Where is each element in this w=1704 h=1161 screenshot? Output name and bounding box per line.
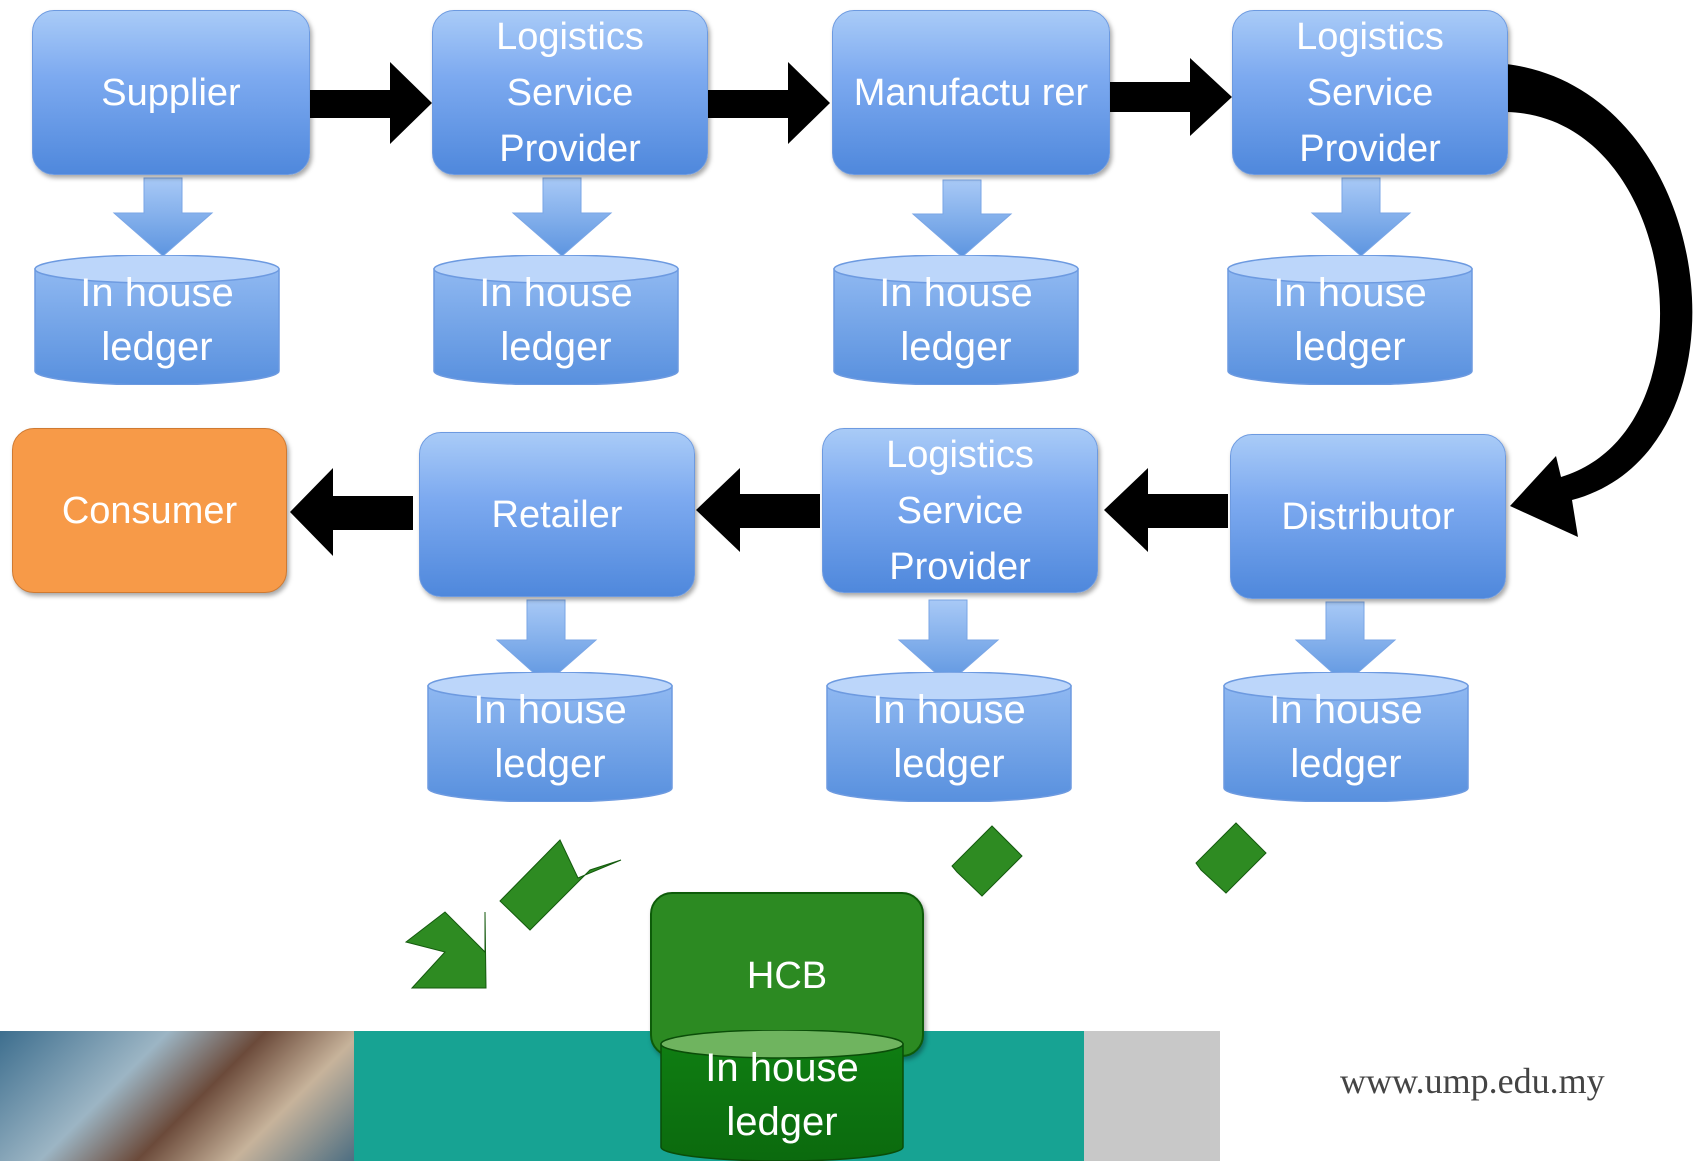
node-distributor-label: Distributor xyxy=(1281,495,1455,538)
down-arrow-lsp1 xyxy=(511,177,613,257)
ledger-lsp2-label-line2: ledger xyxy=(1294,325,1406,369)
ledger-manufacturer-label-line1: In house xyxy=(879,271,1033,315)
arrow-supplier-to-lsp xyxy=(310,62,432,144)
footer-url: www.ump.edu.my xyxy=(1340,1061,1605,1101)
ledger-lsp1-label-line1: In house xyxy=(479,271,633,315)
green-arrow-retailer-ledger xyxy=(499,839,622,931)
node-logistics-service-provider-3: Logistics Service Provider xyxy=(822,428,1098,593)
ledger-hcb: In house ledger xyxy=(660,1030,904,1161)
down-arrow-retailer xyxy=(495,599,598,685)
footer-campus-photo xyxy=(0,1031,354,1161)
node-supplier-label: Supplier xyxy=(101,71,241,114)
arrow-lsp-to-retailer xyxy=(696,468,820,552)
node-hcb-label: HCB xyxy=(746,955,828,997)
node-consumer-label: Consumer xyxy=(61,489,238,532)
node-lsp3-label: Logistics Service Provider xyxy=(886,433,1034,588)
down-arrow-distributor xyxy=(1294,601,1397,685)
ledger-lsp1-label-line2: ledger xyxy=(500,325,612,369)
ledger-distributor-label-line2: ledger xyxy=(1290,742,1402,786)
arrow-distributor-to-lsp xyxy=(1104,468,1228,552)
ledger-supplier-label-line2: ledger xyxy=(101,325,213,369)
node-logistics-service-provider-1: Logistics Service Provider xyxy=(432,10,708,175)
green-arrow-lsp3-ledger xyxy=(951,825,1023,897)
ledger-lsp2-label-line1: In house xyxy=(1273,271,1427,315)
ledger-lsp3-label-line2: ledger xyxy=(893,742,1005,786)
node-distributor: Distributor xyxy=(1230,434,1506,599)
down-arrow-manufacturer xyxy=(911,179,1013,258)
green-arrow-distributor-ledger xyxy=(1195,822,1267,894)
node-lsp2-label: Logistics Service Provider xyxy=(1296,15,1444,170)
ledger-lsp1: In house ledger xyxy=(433,255,679,385)
node-retailer: Retailer xyxy=(419,432,695,597)
ledger-lsp3-label-line1: In house xyxy=(872,688,1026,732)
arrow-retailer-to-consumer xyxy=(290,468,413,556)
arrow-lsp-to-manufacturer xyxy=(708,62,830,144)
ledger-distributor-label-line1: In house xyxy=(1269,688,1423,732)
arrow-lsp-to-distributor xyxy=(1506,64,1693,537)
ledger-distributor: In house ledger xyxy=(1223,672,1469,802)
down-arrow-supplier xyxy=(112,177,214,257)
ledger-retailer: In house ledger xyxy=(427,672,673,802)
ledger-hcb-label-line2: ledger xyxy=(726,1100,838,1144)
node-retailer-label: Retailer xyxy=(491,493,623,536)
node-manufacturer: Manufactu rer xyxy=(832,10,1110,175)
ledger-supplier: In house ledger xyxy=(34,255,280,385)
ledger-manufacturer: In house ledger xyxy=(833,255,1079,385)
node-manufacturer-label: Manufactu rer xyxy=(853,71,1089,114)
ledger-supplier-label-line1: In house xyxy=(80,271,234,315)
arrow-manufacturer-to-lsp xyxy=(1110,58,1232,136)
green-arrow-outer-left xyxy=(404,911,487,989)
ledger-retailer-label-line1: In house xyxy=(473,688,627,732)
node-lsp1-label: Logistics Service Provider xyxy=(496,15,644,170)
ledger-lsp3: In house ledger xyxy=(826,672,1072,802)
node-consumer: Consumer xyxy=(12,428,287,593)
ledger-lsp2: In house ledger xyxy=(1227,255,1473,385)
ledger-manufacturer-label-line2: ledger xyxy=(900,325,1012,369)
footer-grey-block xyxy=(1084,1031,1220,1161)
down-arrow-lsp2 xyxy=(1310,177,1412,257)
ledger-retailer-label-line2: ledger xyxy=(494,742,606,786)
down-arrow-lsp3 xyxy=(897,599,1000,685)
ledger-hcb-label-line1: In house xyxy=(705,1046,859,1090)
node-supplier: Supplier xyxy=(32,10,310,175)
node-logistics-service-provider-2: Logistics Service Provider xyxy=(1232,10,1508,175)
